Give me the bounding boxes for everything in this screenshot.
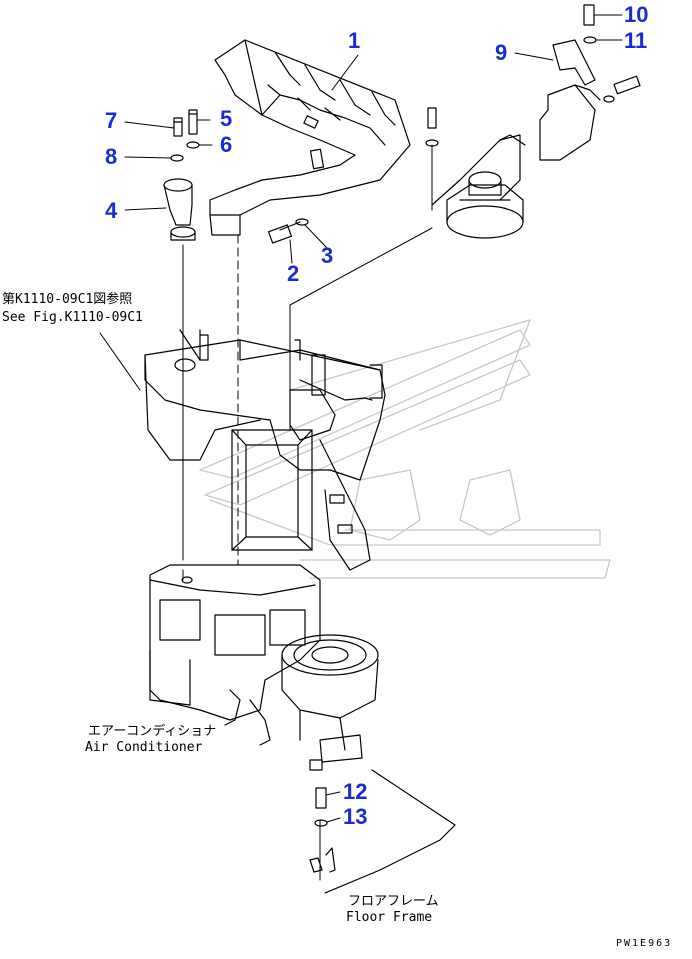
bolt-part-10: [583, 4, 595, 26]
reference-note-jp: 第K1110-09C1図参照: [2, 292, 133, 307]
pipe-part-4: [163, 178, 196, 241]
callout-3: 3: [321, 243, 334, 268]
main-frame: [144, 329, 386, 571]
callout-13: 13: [343, 804, 368, 829]
air-conditioner-label-jp: エアーコンディショナ: [88, 724, 217, 739]
callout-9: 9: [495, 40, 508, 65]
washer-part-13: [314, 819, 328, 827]
callout-7: 7: [105, 108, 118, 133]
drawing-code: PW1E963: [616, 938, 673, 949]
floor-frame-label-jp: フロアフレーム: [348, 894, 439, 909]
callout-6: 6: [220, 132, 233, 157]
floor-frame-label-en: Floor Frame: [346, 910, 433, 925]
callout-2: 2: [287, 261, 300, 286]
air-conditioner-label-en: Air Conditioner: [85, 740, 203, 755]
washer-part-11: [583, 36, 597, 44]
duct-part-1: [209, 39, 411, 236]
reference-lines: [182, 144, 433, 881]
blower-motor: [431, 134, 526, 239]
watermark-logo: [199, 319, 611, 579]
bracket-part-9: [539, 39, 601, 161]
air-conditioner-unit: [149, 564, 379, 771]
callout-11: 11: [624, 28, 648, 53]
bolt-part-12: [315, 787, 327, 809]
reference-note-en: See Fig.K1110-09C1: [2, 310, 143, 325]
leader-lines: [99, 14, 623, 823]
floor-frame: [309, 769, 456, 894]
callout-1: 1: [348, 28, 361, 53]
callout-12: 12: [343, 779, 368, 804]
callout-4: 4: [105, 198, 118, 223]
callout-5: 5: [220, 106, 233, 131]
bolt-right: [613, 75, 641, 95]
callout-8: 8: [105, 144, 118, 169]
washer-part-3: [295, 218, 309, 226]
callout-10: 10: [624, 2, 649, 27]
bolts-left: [170, 109, 200, 162]
bolt-part-2: [267, 221, 301, 244]
